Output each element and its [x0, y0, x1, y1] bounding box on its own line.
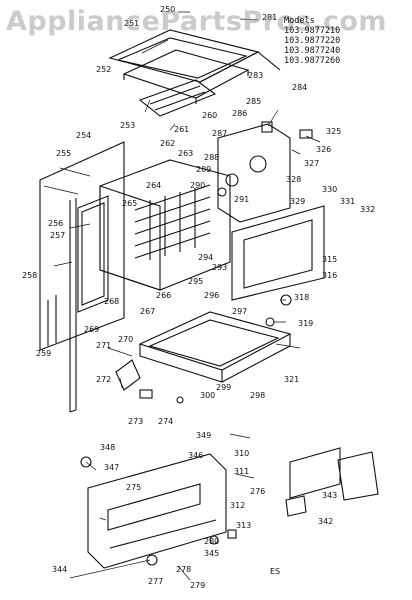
part-label-251: 251	[124, 19, 139, 28]
part-label-277: 277	[148, 577, 163, 586]
part-label-274: 274	[158, 417, 173, 426]
part-label-269: 269	[84, 325, 99, 334]
part-label-266: 266	[156, 291, 171, 300]
model-number: 103.9877240	[284, 46, 341, 56]
part-label-281: 281	[262, 13, 277, 22]
part-label-342: 342	[318, 517, 333, 526]
part-label-261: 261	[174, 125, 189, 134]
part-label-311: 311	[234, 467, 249, 476]
small-hardware	[80, 121, 313, 566]
part-label-321: 321	[284, 375, 299, 384]
lower-kick-panel	[87, 453, 227, 569]
broiler-drawer	[138, 311, 292, 383]
part-label-288: 288	[204, 153, 219, 162]
part-label-329: 329	[290, 197, 305, 206]
part-label-326: 326	[316, 145, 331, 154]
part-label-273: 273	[128, 417, 143, 426]
part-label-287: 287	[212, 129, 227, 138]
part-label-264: 264	[146, 181, 161, 190]
part-label-346: 346	[188, 451, 203, 460]
part-label-330: 330	[322, 185, 337, 194]
part-label-289: 289	[196, 165, 211, 174]
part-label-293: 293	[212, 263, 227, 272]
part-label-290: 290	[190, 181, 205, 190]
part-label-298: 298	[250, 391, 265, 400]
part-label-345: 345	[204, 549, 219, 558]
rear-control-panel	[217, 123, 291, 223]
part-label-348: 348	[100, 443, 115, 452]
part-label-255: 255	[56, 149, 71, 158]
cooktop-top-assembly	[108, 29, 281, 104]
part-label-344: 344	[52, 565, 67, 574]
leader-lines	[43, 11, 321, 581]
model-number: 103.9877260	[284, 56, 341, 66]
part-label-296: 296	[204, 291, 219, 300]
part-label-275: 275	[126, 483, 141, 492]
part-label-257: 257	[50, 231, 65, 240]
part-label-276: 276	[250, 487, 265, 496]
element-bracket	[138, 79, 217, 117]
oven-cavity	[99, 159, 231, 291]
part-label-258: 258	[22, 271, 37, 280]
model-number: 103.9877220	[284, 36, 341, 46]
part-label-283: 283	[248, 71, 263, 80]
part-label-272: 272	[96, 375, 111, 384]
part-label-327: 327	[304, 159, 319, 168]
part-label-315: 315	[322, 255, 337, 264]
part-label-349: 349	[196, 431, 211, 440]
part-label-316: 316	[322, 271, 337, 280]
part-label-312: 312	[230, 501, 245, 510]
access-covers	[285, 447, 379, 517]
model-list: Models 103.9877210 103.9877220 103.98772…	[284, 16, 340, 66]
left-trim-rail	[69, 198, 77, 413]
window-door	[231, 205, 325, 301]
part-label-278: 278	[176, 565, 191, 574]
part-label-328: 328	[286, 175, 301, 184]
part-label-284: 284	[292, 83, 307, 92]
model-number: 103.9877210	[284, 26, 341, 36]
part-label-252: 252	[96, 65, 111, 74]
part-label-256: 256	[48, 219, 63, 228]
part-label-280: 280	[204, 537, 219, 546]
part-label-295: 295	[188, 277, 203, 286]
part-label-268: 268	[104, 297, 119, 306]
part-label-260: 260	[202, 111, 217, 120]
part-label-286: 286	[232, 109, 247, 118]
part-label-254: 254	[76, 131, 91, 140]
part-label-297: 297	[232, 307, 247, 316]
part-label-265: 265	[122, 199, 137, 208]
model-list-heading: Models	[284, 16, 315, 26]
part-label-285: 285	[246, 97, 261, 106]
part-label-325: 325	[326, 127, 341, 136]
part-label-270: 270	[118, 335, 133, 344]
part-label-262: 262	[160, 139, 175, 148]
part-label-253: 253	[120, 121, 135, 130]
part-label-279: 279	[190, 581, 205, 590]
part-number-labels: 2502512522532542552562572582592602612622…	[22, 5, 375, 590]
diagram-code: ES	[270, 567, 281, 576]
part-label-271: 271	[96, 341, 111, 350]
part-label-313: 313	[236, 521, 251, 530]
part-label-343: 343	[322, 491, 337, 500]
part-label-291: 291	[234, 195, 249, 204]
part-label-294: 294	[198, 253, 213, 262]
part-label-267: 267	[140, 307, 155, 316]
part-label-263: 263	[178, 149, 193, 158]
part-label-318: 318	[294, 293, 309, 302]
part-label-319: 319	[298, 319, 313, 328]
part-label-250: 250	[160, 5, 175, 14]
part-label-331: 331	[340, 197, 355, 206]
part-label-310: 310	[234, 449, 249, 458]
part-label-300: 300	[200, 391, 215, 400]
left-side-panel	[39, 141, 125, 351]
part-label-259: 259	[36, 349, 51, 358]
oven-door	[77, 195, 109, 313]
part-label-347: 347	[104, 463, 119, 472]
part-label-299: 299	[216, 383, 231, 392]
part-label-332: 332	[360, 205, 375, 214]
